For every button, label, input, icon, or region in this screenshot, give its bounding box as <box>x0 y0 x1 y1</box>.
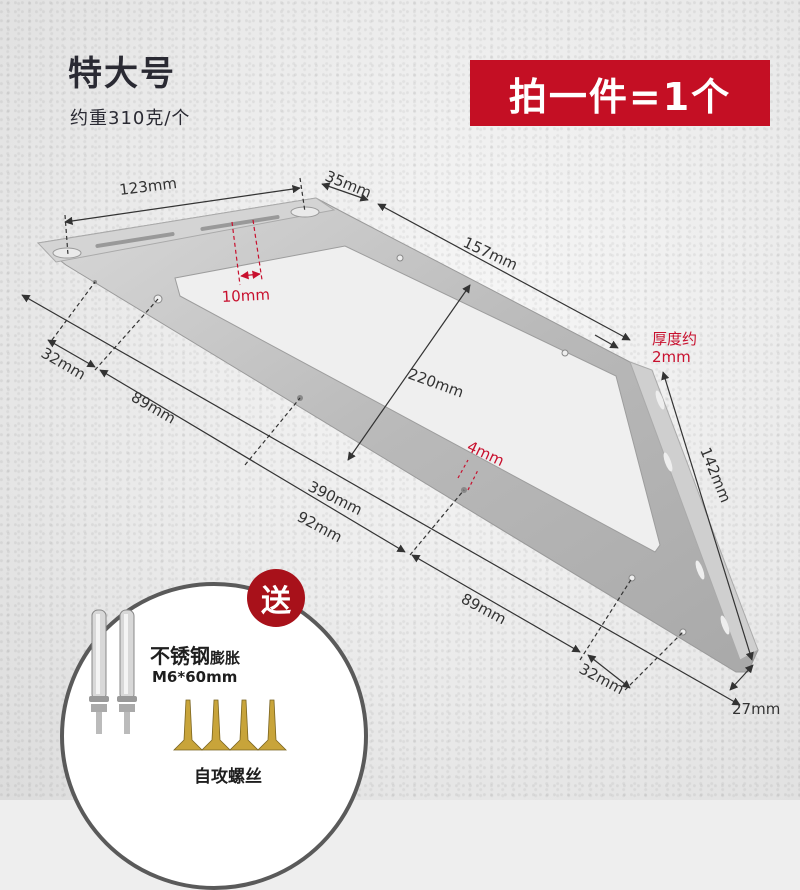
dim-left-offset-b: 89mm <box>128 388 179 428</box>
anchor-material: 不锈钢 <box>150 644 210 668</box>
anchor-type: 膨胀 <box>210 649 241 667</box>
self-tapping-screws-icon <box>173 699 287 751</box>
dim-side-length: 142mm <box>696 445 734 505</box>
dim-top-length: 123mm <box>118 174 178 199</box>
dim-left-offset-a: 32mm <box>38 344 89 384</box>
dimension-lines <box>21 177 754 706</box>
dim-slot-width: 10mm <box>221 285 270 306</box>
dim-mid-spacing: 92mm <box>294 508 345 547</box>
promo-banner: 拍一件=1个 <box>470 60 770 126</box>
gift-badge: 送 <box>247 569 305 627</box>
anchor-name: 不锈钢膨胀 <box>150 640 240 669</box>
expansion-anchor-icon <box>89 609 137 734</box>
product-size-title: 特大号 <box>68 54 176 94</box>
dim-end-width: 27mm <box>732 700 780 718</box>
dim-right-offset-b: 89mm <box>458 590 509 629</box>
dim-thickness-value: 2mm <box>652 348 691 366</box>
dim-top-flange: 35mm <box>323 167 375 202</box>
dim-thickness-label: 厚度约 <box>652 330 697 348</box>
bracket-diagram: 123mm 35mm 157mm 10mm 220mm 厚度约 2mm 4mm … <box>21 167 780 718</box>
screw-name: 自攻螺丝 <box>194 767 262 787</box>
product-weight: 约重310克/个 <box>70 108 191 129</box>
dim-diagonal: 157mm <box>460 233 520 274</box>
anchor-spec: M6*60mm <box>152 668 238 686</box>
